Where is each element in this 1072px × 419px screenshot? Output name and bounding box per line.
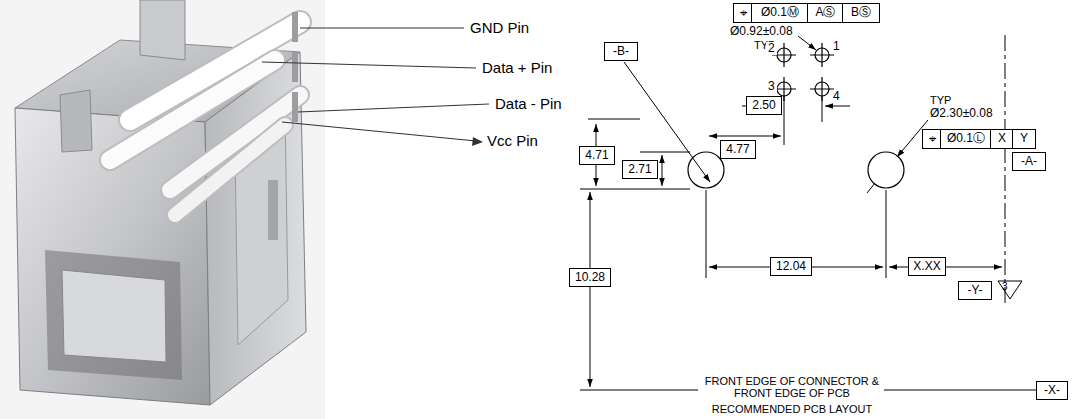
dimension-lines [580, 35, 1036, 390]
feature-control-cell: BⓈ [842, 3, 880, 23]
white-pin-insulators [110, 12, 300, 215]
hole-diameter: Ø2.30±0.08 [928, 107, 995, 120]
pin-number: 3 [766, 80, 777, 93]
note-text: TYP [928, 94, 953, 106]
datum-label: -X- [1036, 381, 1068, 400]
pin-name: Vcc Pin [487, 133, 538, 150]
holes [688, 43, 904, 188]
hole-diameter: Ø0.92±0.08 [728, 25, 795, 38]
note-number: 3 [1002, 281, 1018, 293]
feature-control-cell: Y [1012, 129, 1036, 149]
feature-control-cell: X [990, 129, 1014, 149]
feature-control-cell: Ø0.1Ⓛ [940, 129, 992, 149]
feature-control-cell: AⓈ [807, 3, 844, 23]
pin-number: 4 [831, 90, 842, 103]
pin-number: 1 [831, 40, 842, 53]
layout-caption: RECOMMENDED PCB LAYOUT [701, 403, 883, 415]
datum-label: -A- [1012, 152, 1046, 171]
connector-body [15, 0, 306, 405]
pin-number: 2 [766, 42, 777, 55]
dimension-value: 2.71 [622, 160, 658, 179]
pin-name: GND Pin [470, 20, 529, 37]
dimension-value: 4.71 [579, 146, 615, 165]
datum-label: -Y- [958, 281, 992, 300]
feature-control-cell: ⌖ [922, 129, 942, 149]
pin-leader-lines [262, 28, 489, 146]
pin-name: Data + Pin [482, 60, 552, 77]
dimension-value: 2.50 [746, 96, 782, 115]
edge-note: FRONT EDGE OF CONNECTOR & FRONT EDGE OF … [701, 375, 883, 399]
dimension-value: X.XX [908, 257, 946, 276]
pin-name: Data - Pin [495, 96, 562, 113]
dimension-value: 10.28 [569, 268, 611, 287]
datum-label: -B- [604, 42, 638, 61]
feature-control-cell: ⌖ [733, 3, 753, 23]
feature-control-cell: Ø0.1Ⓜ [751, 3, 809, 23]
dimension-value: 12.04 [770, 257, 812, 276]
dimension-value: 4.77 [720, 140, 756, 159]
